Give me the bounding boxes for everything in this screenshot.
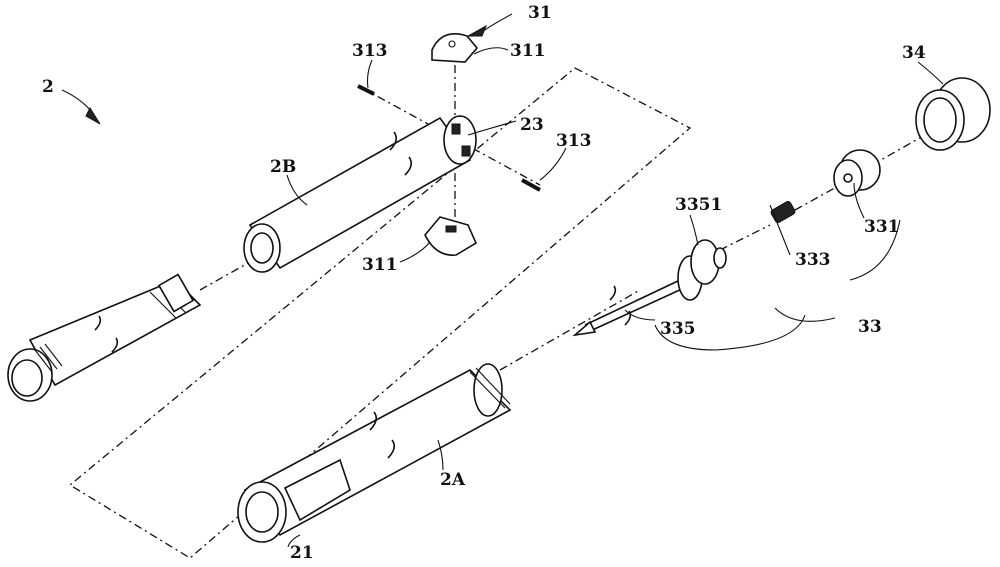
label-21: 21 [290,543,314,563]
label-23: 23 [520,115,544,135]
label-331: 331 [864,217,900,237]
label-34: 34 [902,43,926,63]
label-3351: 3351 [675,195,722,215]
label-333: 333 [795,250,831,270]
label-311-bottom: 311 [362,255,398,275]
cap-331 [834,150,880,196]
flange-3351 [678,240,726,300]
needle-335 [575,240,726,335]
label-313-left: 313 [352,41,388,61]
lower-left-tube [8,275,200,401]
ring-34 [916,78,990,150]
part-311-bottom [425,217,476,255]
housing-2A [238,364,510,542]
pin-313-left [358,86,374,94]
label-31: 31 [528,3,552,23]
label-2B: 2B [270,157,296,177]
label-33: 33 [858,317,882,337]
pin-313-right [522,180,540,190]
leader-lines [62,14,943,547]
label-2: 2 [42,77,54,97]
label-335: 335 [660,319,696,339]
label-2A: 2A [440,470,466,490]
label-313-right: 313 [556,131,592,151]
spring-333 [770,200,796,223]
slotted-head-23 [444,116,476,164]
label-311-top: 311 [510,41,546,61]
part-311-top [432,34,477,62]
